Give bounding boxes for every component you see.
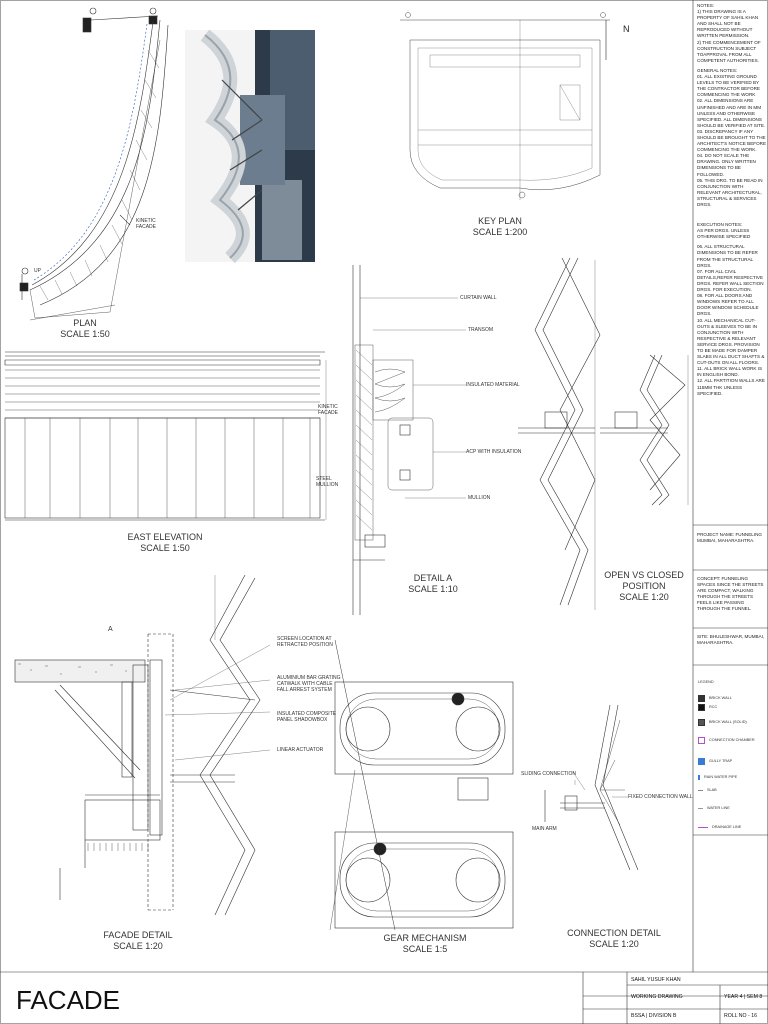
detail-a-label-mullion: MULLION	[468, 495, 491, 501]
execution-note: 07. FOR ALL CIVIL DETAILS,REFER RESPECTI…	[697, 268, 764, 293]
concept-text: CONCEPT: FUNNELING SPACES SINCE THE STRE…	[697, 576, 764, 612]
execution-note: 11. ALL BRICK WALL WORK IS IN ENGLISH BO…	[697, 366, 763, 378]
gear-drawing	[329, 639, 514, 931]
open-closed-drawing	[518, 257, 689, 610]
sheet-title: FACADE	[16, 985, 121, 1015]
north-label: N	[623, 24, 630, 34]
note-line: 2) THE COMMENCEMENT OF CONSTRUCTION SUBJ…	[697, 39, 761, 63]
notes-heading: NOTES:	[697, 3, 715, 8]
connection-label-main-arm: MAIN ARM	[532, 826, 557, 832]
plan-label-up: UP	[34, 268, 41, 274]
legend-item: RAIN WATER PIPE	[698, 774, 737, 780]
facade-detail-label-actuator: LINEAR ACTUATOR	[277, 747, 324, 753]
execution-note: AS PER DRGS. UNLESS OTHERWISE SPECIFIED	[697, 228, 751, 240]
course-division: BSSA | DIVISION B	[631, 1013, 677, 1019]
drawing-type: WORKING DRAWING	[631, 994, 683, 1000]
connection-label-sliding: SLIDING CONNECTION	[521, 771, 577, 777]
legend-swatch	[698, 736, 705, 744]
legend-item: DRAINAGE LINE	[698, 824, 741, 830]
author-name: SAHIL YUSUF KHAN	[631, 977, 681, 983]
general-note: 01. ALL EXISTING GROUND LEVELS TO BE VER…	[697, 74, 760, 98]
general-note: 05. THIS DRG. TO BE READ IN CONJUNCTION …	[697, 177, 763, 207]
key-plan-drawing	[400, 12, 610, 200]
execution-note: 12. ALL PARTITION WALLS ARE 115MM THK UN…	[697, 378, 765, 396]
legend-item: CONNECTION CHAMBER	[698, 736, 755, 744]
legend-item: GULLY TRAP	[698, 757, 732, 765]
legend-swatch	[698, 807, 703, 809]
legend-item: BRICK WALL (SOLID)	[698, 718, 747, 726]
roll-number: ROLL NO - 16	[724, 1013, 757, 1019]
facade-detail-marker: A	[108, 626, 113, 633]
legend-item: BRICK WALL	[698, 694, 732, 702]
facade-detail-label-screen: SCREEN LOCATION AT RETRACTED POSITION	[277, 636, 333, 648]
detail-a-label-curtain-wall: CURTAIN WALL	[460, 295, 497, 301]
legend-swatch	[698, 774, 700, 780]
year-sem: YEAR 4 | SEM 8	[724, 994, 763, 1000]
legend-swatch	[698, 703, 705, 711]
east-elevation-drawing	[4, 351, 327, 521]
execution-note: 10. ALL MECHANICAL CUT-OUTS & SLEEVES TO…	[697, 317, 765, 366]
general-notes-heading: GENERAL NOTES:	[697, 67, 738, 73]
general-note: 02. ALL DIMENSIONS ARE UNFINISHED AND AR…	[697, 98, 766, 128]
legend-item: RCC	[698, 703, 717, 711]
east-elevation-label-steel: STEEL MULLION	[316, 476, 339, 488]
legend-swatch	[698, 694, 705, 702]
detail-a-label-transom: TRANSOM	[468, 327, 493, 333]
notes-panel: NOTES: 1) THIS DRAWING IS A PROPERTY OF …	[697, 3, 767, 401]
detail-a-drawing	[352, 265, 466, 615]
note-line: 1) THIS DRAWING IS A PROPERTY OF SAHIL K…	[697, 9, 759, 39]
facade-detail-drawing	[14, 574, 271, 916]
render-image	[185, 29, 315, 264]
legend-swatch	[698, 718, 705, 726]
legend-swatch	[698, 826, 708, 828]
east-elevation-label-kinetic: KINETIC FACADE	[318, 404, 339, 416]
execution-note: 08. FOR ALL DOORS AND WINDOWS REFER TO A…	[697, 293, 759, 317]
legend-swatch	[698, 789, 703, 791]
site-text: SITE: BHULESHWAR, MUMBAI, MAHARASHTRA.	[697, 634, 765, 646]
facade-detail-label-grating: ALUMINIUM BAR GRATING CATWALK WITH CABLE…	[277, 675, 341, 693]
connection-drawing	[544, 704, 639, 871]
legend-heading: LEGEND	[698, 680, 714, 684]
facade-detail-label-panel: INSULATED COMPOSITE PANEL SHADOWBOX	[277, 711, 337, 723]
execution-note: 06. ALL STRUCTURAL DIMENSIONS TO BE REFE…	[697, 244, 758, 268]
general-note: 04. DO NOT SCALE THE DRAWING. ONLY WRITT…	[697, 153, 756, 177]
detail-a-label-insulated: INSULATED MATERIAL	[466, 382, 520, 388]
legend-swatch	[698, 757, 705, 765]
general-note: 03. DISCREPANCY IF ANY SHOULD BE BROUGHT…	[697, 128, 767, 153]
project-name: PROJECT NAME: FUNNELING MUMBAI, MAHARASH…	[697, 532, 763, 544]
legend-item: SLAB	[698, 787, 717, 793]
plan-drawing	[19, 7, 169, 321]
execution-notes-heading: EXECUTION NOTES:	[697, 222, 743, 228]
connection-label-fixed: FIXED CONNECTION WALL	[628, 794, 693, 800]
detail-a-label-acp: ACP WITH INSULATION	[466, 449, 522, 455]
legend-item: WATER LINE	[698, 805, 730, 811]
plan-label-kinetic: KINETIC FACADE	[136, 218, 157, 230]
